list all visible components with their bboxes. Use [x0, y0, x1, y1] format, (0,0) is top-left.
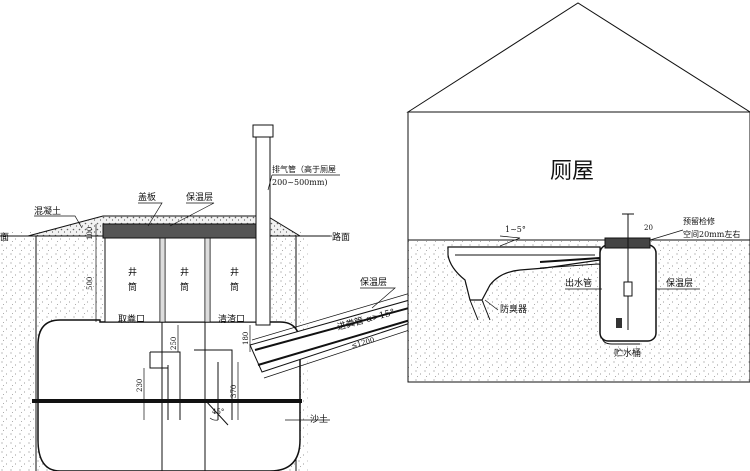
shaft3-char2: 筒 — [230, 281, 239, 293]
label-reserve-2: 空间20mm左右 — [683, 229, 740, 239]
shaft3-char1: 井 — [230, 266, 239, 278]
svg-text:370: 370 — [230, 385, 238, 398]
label-vent-pipe-1: 排气管（高于厕屋 — [272, 164, 336, 174]
label-cover-plate: 盖板 — [138, 191, 156, 203]
toilet-roof — [406, 2, 750, 113]
label-toilet-room: 厕屋 — [550, 159, 594, 184]
shaft1-char2: 筒 — [128, 281, 137, 293]
label-sandy-soil: 沙土 — [310, 413, 328, 425]
vent-pipe — [252, 124, 274, 326]
label-concrete: 混凝土 — [34, 205, 61, 217]
svg-text:230: 230 — [136, 379, 144, 392]
svg-text:500: 500 — [86, 277, 94, 290]
label-insulation-pipe: 保温层 — [360, 276, 387, 288]
left-dimensions: 100 500 250 180 230 370 45° — [86, 224, 251, 420]
cover-plate — [102, 223, 268, 239]
label-insulation-top: 保温层 — [186, 191, 213, 203]
tank-partitions — [149, 322, 233, 471]
label-manure-outlet: 取粪口 — [118, 313, 145, 325]
label-dim-20: 20 — [644, 224, 653, 232]
shaft1-char1: 井 — [128, 266, 137, 278]
svg-text:45°: 45° — [212, 408, 224, 416]
label-odor-preventer: 防臭器 — [500, 303, 527, 315]
water-tank — [599, 213, 657, 342]
label-slope: 1~5° — [505, 225, 526, 234]
label-reserve-1: 预留检修 — [683, 216, 715, 226]
label-insulation-right: 保温层 — [666, 277, 693, 289]
label-ground-left: 面 — [0, 232, 9, 243]
svg-text:250: 250 — [170, 337, 178, 350]
label-outlet-pipe: 出水管 — [565, 277, 592, 289]
shaft2-char1: 井 — [180, 266, 189, 278]
label-cleaning-outlet: 清渣口 — [218, 313, 245, 325]
label-vent-pipe-2: 200~500mm) — [272, 178, 328, 187]
svg-text:180: 180 — [242, 332, 250, 345]
label-road-surface: 路面 — [332, 231, 350, 243]
svg-text:100: 100 — [86, 227, 94, 240]
label-water-tank: 贮水桶 — [614, 347, 641, 359]
shaft2-char2: 筒 — [180, 281, 189, 293]
